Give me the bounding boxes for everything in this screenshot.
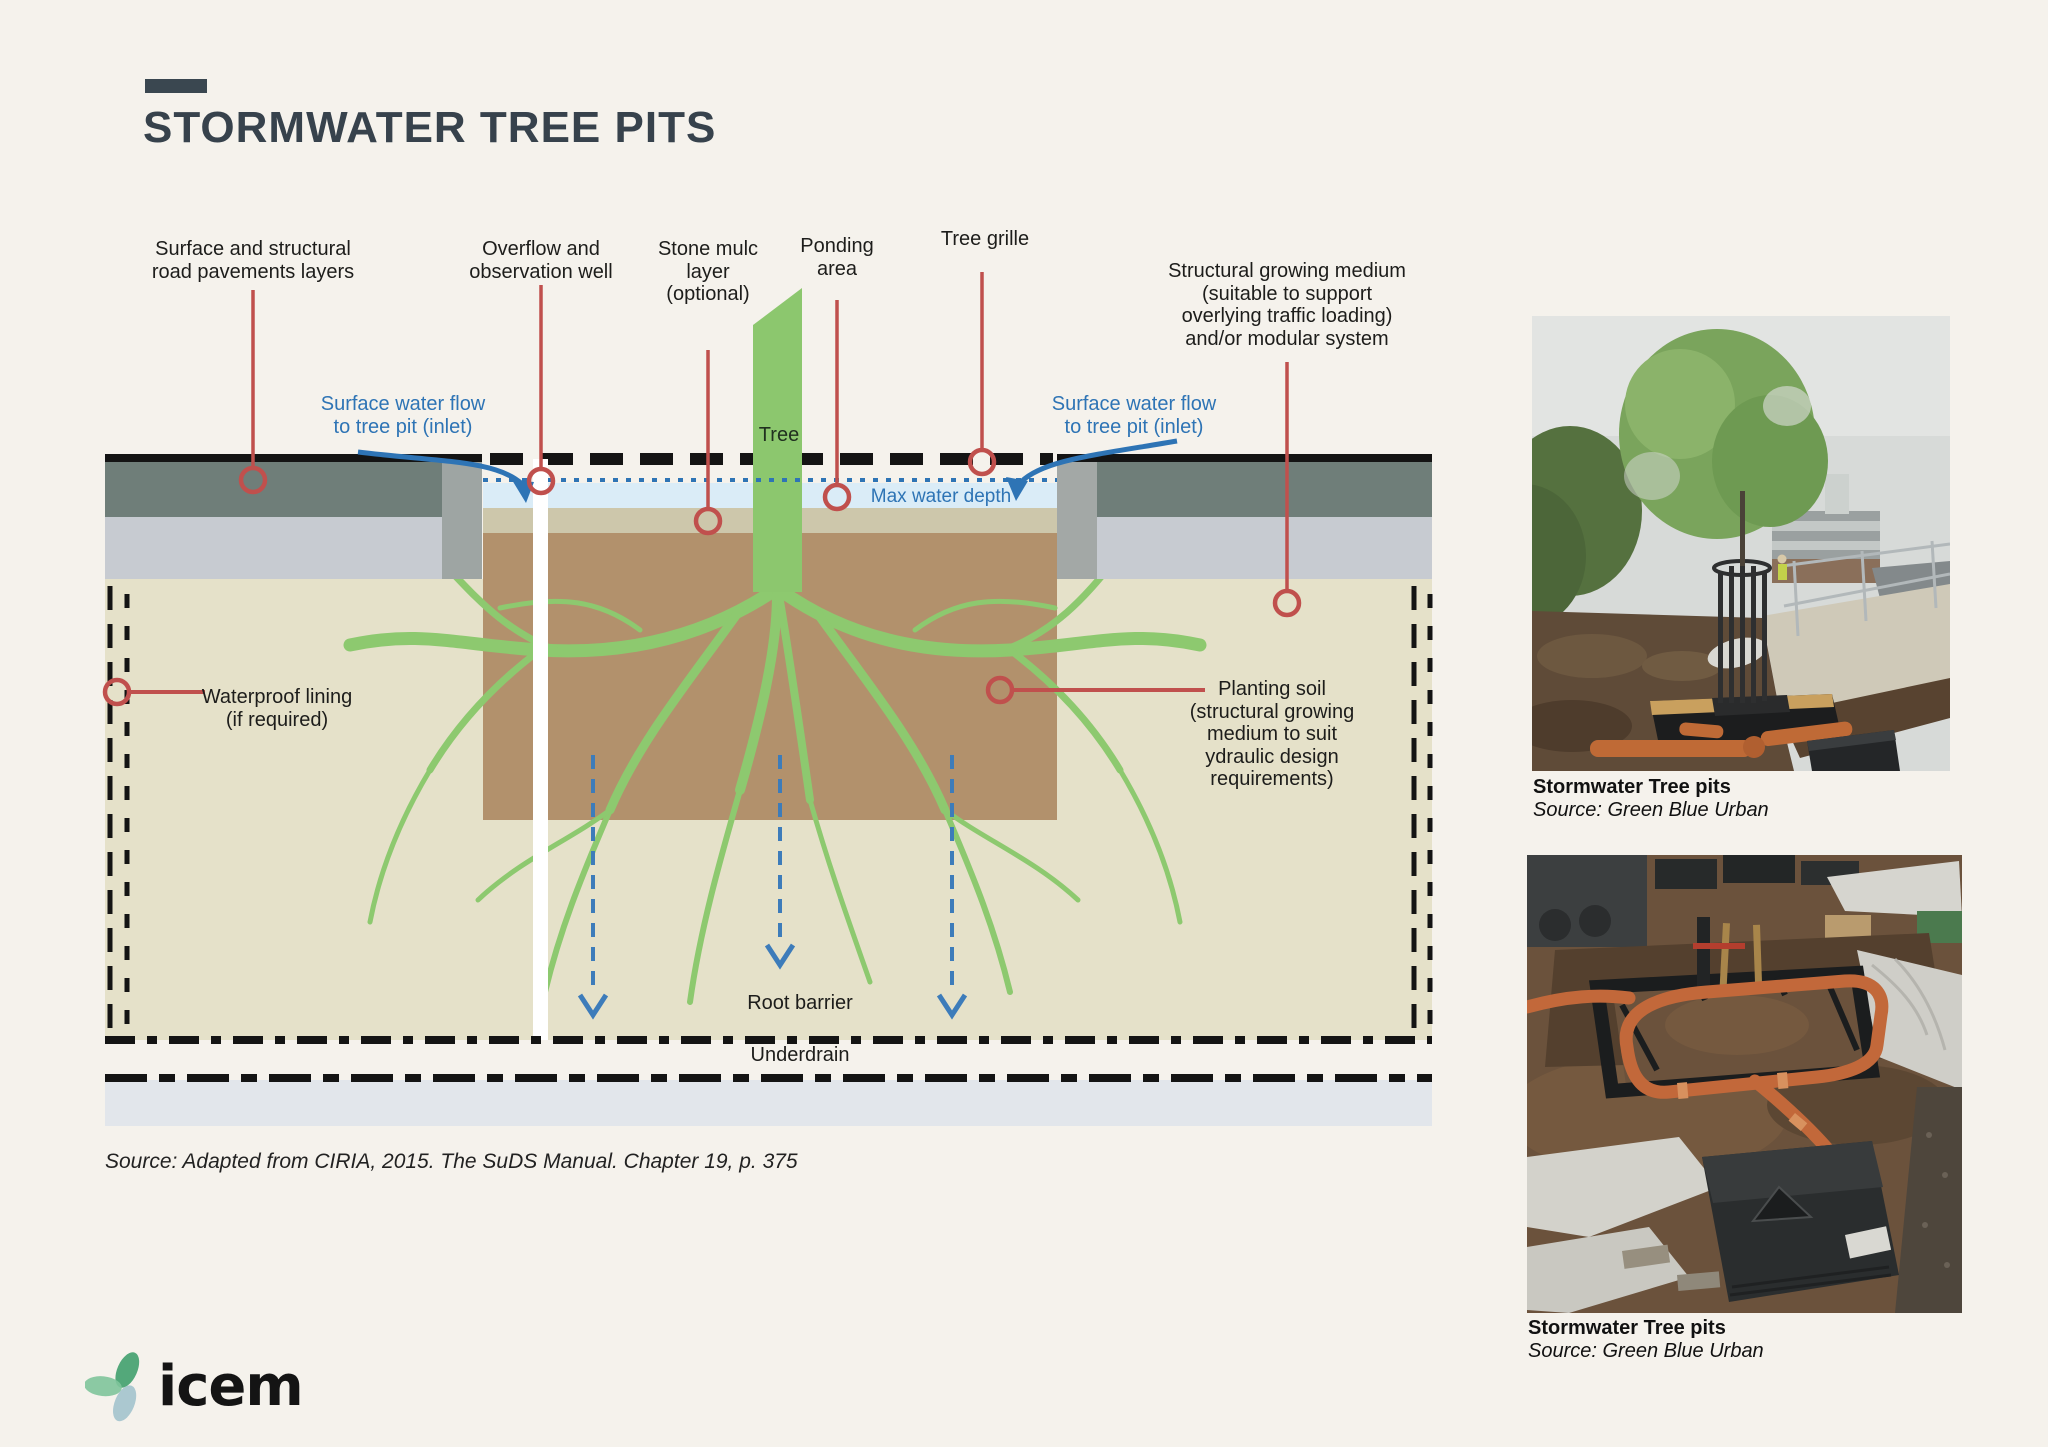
photo-2-caption: Stormwater Tree pits Source: Green Blue …	[1528, 1317, 1764, 1363]
inflow-arrow-right	[1006, 438, 1178, 501]
label-tree-grille: Tree grille	[940, 228, 1030, 250]
icem-leaf-icon	[84, 1352, 140, 1422]
infiltration-arrows	[577, 755, 968, 1020]
label-tree: Tree	[758, 424, 800, 446]
label-leaders	[102, 272, 1302, 707]
photo-tree-pit-construction	[1527, 855, 1962, 1313]
underdrain-band	[105, 1080, 1432, 1126]
label-growing-medium: Structural growing medium (suitable to s…	[1168, 260, 1406, 350]
photo-2-graphic	[1527, 855, 1962, 1313]
photo-1-graphic	[1532, 316, 1950, 771]
label-underdrain: Underdrain	[750, 1044, 850, 1066]
label-waterproof: Waterproof lining (if required)	[201, 686, 353, 731]
icem-logo-text: icem	[158, 1354, 304, 1419]
label-stone-mulch: Stone mulc layer (optional)	[657, 238, 759, 306]
photo-1-caption-title: Stormwater Tree pits	[1533, 776, 1731, 798]
page-title: STORMWATER TREE PITS	[143, 103, 717, 152]
tree-trunk	[753, 288, 802, 592]
observation-well-shaft	[533, 459, 548, 1040]
title-accent-bar	[145, 79, 207, 93]
label-flow-right: Surface water flow to tree pit (inlet)	[1051, 393, 1217, 438]
waterproof-lining	[107, 586, 1433, 1038]
label-max-water: Max water depth	[870, 486, 1012, 507]
road-pavement-right	[1057, 454, 1432, 579]
photo-1-caption: Stormwater Tree pits Source: Green Blue …	[1533, 776, 1769, 822]
road-pavement-left	[105, 454, 482, 579]
label-planting-soil: Planting soil (structural growing medium…	[1189, 678, 1355, 791]
tree-roots	[343, 532, 1207, 1005]
label-pavements: Surface and structural road pavements la…	[151, 238, 355, 283]
label-root-barrier: Root barrier	[747, 992, 853, 1014]
icem-logo: icem	[84, 1352, 405, 1432]
photo-2-caption-source: Source: Green Blue Urban	[1528, 1340, 1764, 1362]
photo-tree-pit-installed	[1532, 316, 1950, 771]
photo-2-caption-title: Stormwater Tree pits	[1528, 1317, 1726, 1339]
label-ponding-area: Ponding area	[800, 235, 874, 280]
photo-1-caption-source: Source: Green Blue Urban	[1533, 799, 1769, 821]
label-overflow-well: Overflow and observation well	[469, 238, 613, 283]
diagram-source: Source: Adapted from CIRIA, 2015. The Su…	[105, 1150, 798, 1173]
label-flow-left: Surface water flow to tree pit (inlet)	[320, 393, 486, 438]
